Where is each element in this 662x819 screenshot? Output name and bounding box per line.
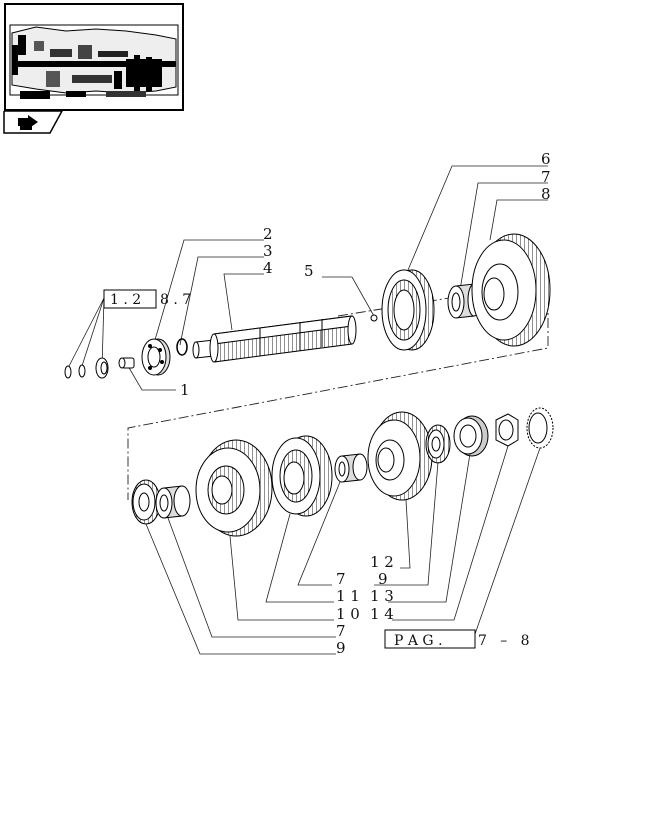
seal-ring bbox=[526, 407, 554, 449]
callout-2: 2 bbox=[263, 225, 273, 243]
page-ref-text[interactable]: P A G . bbox=[394, 633, 443, 649]
ball-bearing bbox=[453, 415, 489, 457]
callout-7: 7 bbox=[541, 168, 551, 186]
page-ref-tail: 7 – 8 bbox=[478, 633, 530, 649]
ref-box-1-tail: 8 . 7 bbox=[160, 292, 191, 308]
callout-7b: 7 bbox=[336, 570, 346, 588]
ref-box-1-text[interactable]: 1 . 2 bbox=[110, 292, 141, 308]
snap-ring bbox=[176, 338, 188, 356]
callout-9: 9 bbox=[378, 570, 388, 588]
page-ref-box[interactable] bbox=[384, 629, 476, 649]
lower-thrust-washer bbox=[425, 424, 451, 464]
thrust-washer bbox=[131, 479, 161, 525]
lower-synchronizer bbox=[271, 435, 333, 517]
callout-11: 1 1 bbox=[336, 587, 360, 605]
shaft-continuation-line bbox=[127, 281, 549, 500]
navigation-arrow-icon bbox=[18, 115, 38, 130]
synchronizer-hub bbox=[381, 269, 435, 351]
callout-3: 3 bbox=[263, 242, 273, 260]
main-shaft bbox=[192, 315, 357, 363]
callout-4: 4 bbox=[263, 259, 273, 277]
pin-part bbox=[118, 357, 135, 369]
callout-14: 1 4 bbox=[370, 605, 394, 623]
callout-9b: 9 bbox=[336, 639, 346, 657]
callout-10: 1 0 bbox=[336, 605, 360, 623]
lock-nut bbox=[495, 413, 519, 447]
lower-leader-lines bbox=[145, 445, 541, 655]
lower-gear-large bbox=[195, 439, 273, 537]
lower-bush bbox=[155, 485, 191, 519]
section-thumbnail bbox=[4, 3, 184, 111]
ref-box-1[interactable] bbox=[103, 289, 157, 309]
callout-8: 8 bbox=[541, 185, 551, 203]
upper-leader-lines bbox=[65, 165, 548, 391]
circlip-set bbox=[64, 357, 109, 379]
callout-labels: 6 7 8 2 3 4 5 1 1 2 7 9 1 1 1 3 1 0 1 4 … bbox=[180, 150, 551, 657]
callout-6: 6 bbox=[541, 150, 551, 168]
detent-ball bbox=[370, 314, 378, 322]
callout-13: 1 3 bbox=[370, 587, 394, 605]
callout-12: 1 2 bbox=[370, 553, 394, 571]
needle-bearing bbox=[141, 338, 171, 376]
lower-gear-small bbox=[367, 411, 433, 501]
gear-bush bbox=[447, 283, 481, 319]
callout-7c: 7 bbox=[336, 622, 346, 640]
lower-bush-2 bbox=[334, 453, 368, 483]
nav-tab[interactable] bbox=[0, 111, 70, 135]
transmission-thumbnail-icon bbox=[9, 24, 179, 99]
callout-5: 5 bbox=[304, 262, 314, 280]
callout-1: 1 bbox=[180, 381, 190, 399]
driven-gear bbox=[471, 233, 551, 347]
